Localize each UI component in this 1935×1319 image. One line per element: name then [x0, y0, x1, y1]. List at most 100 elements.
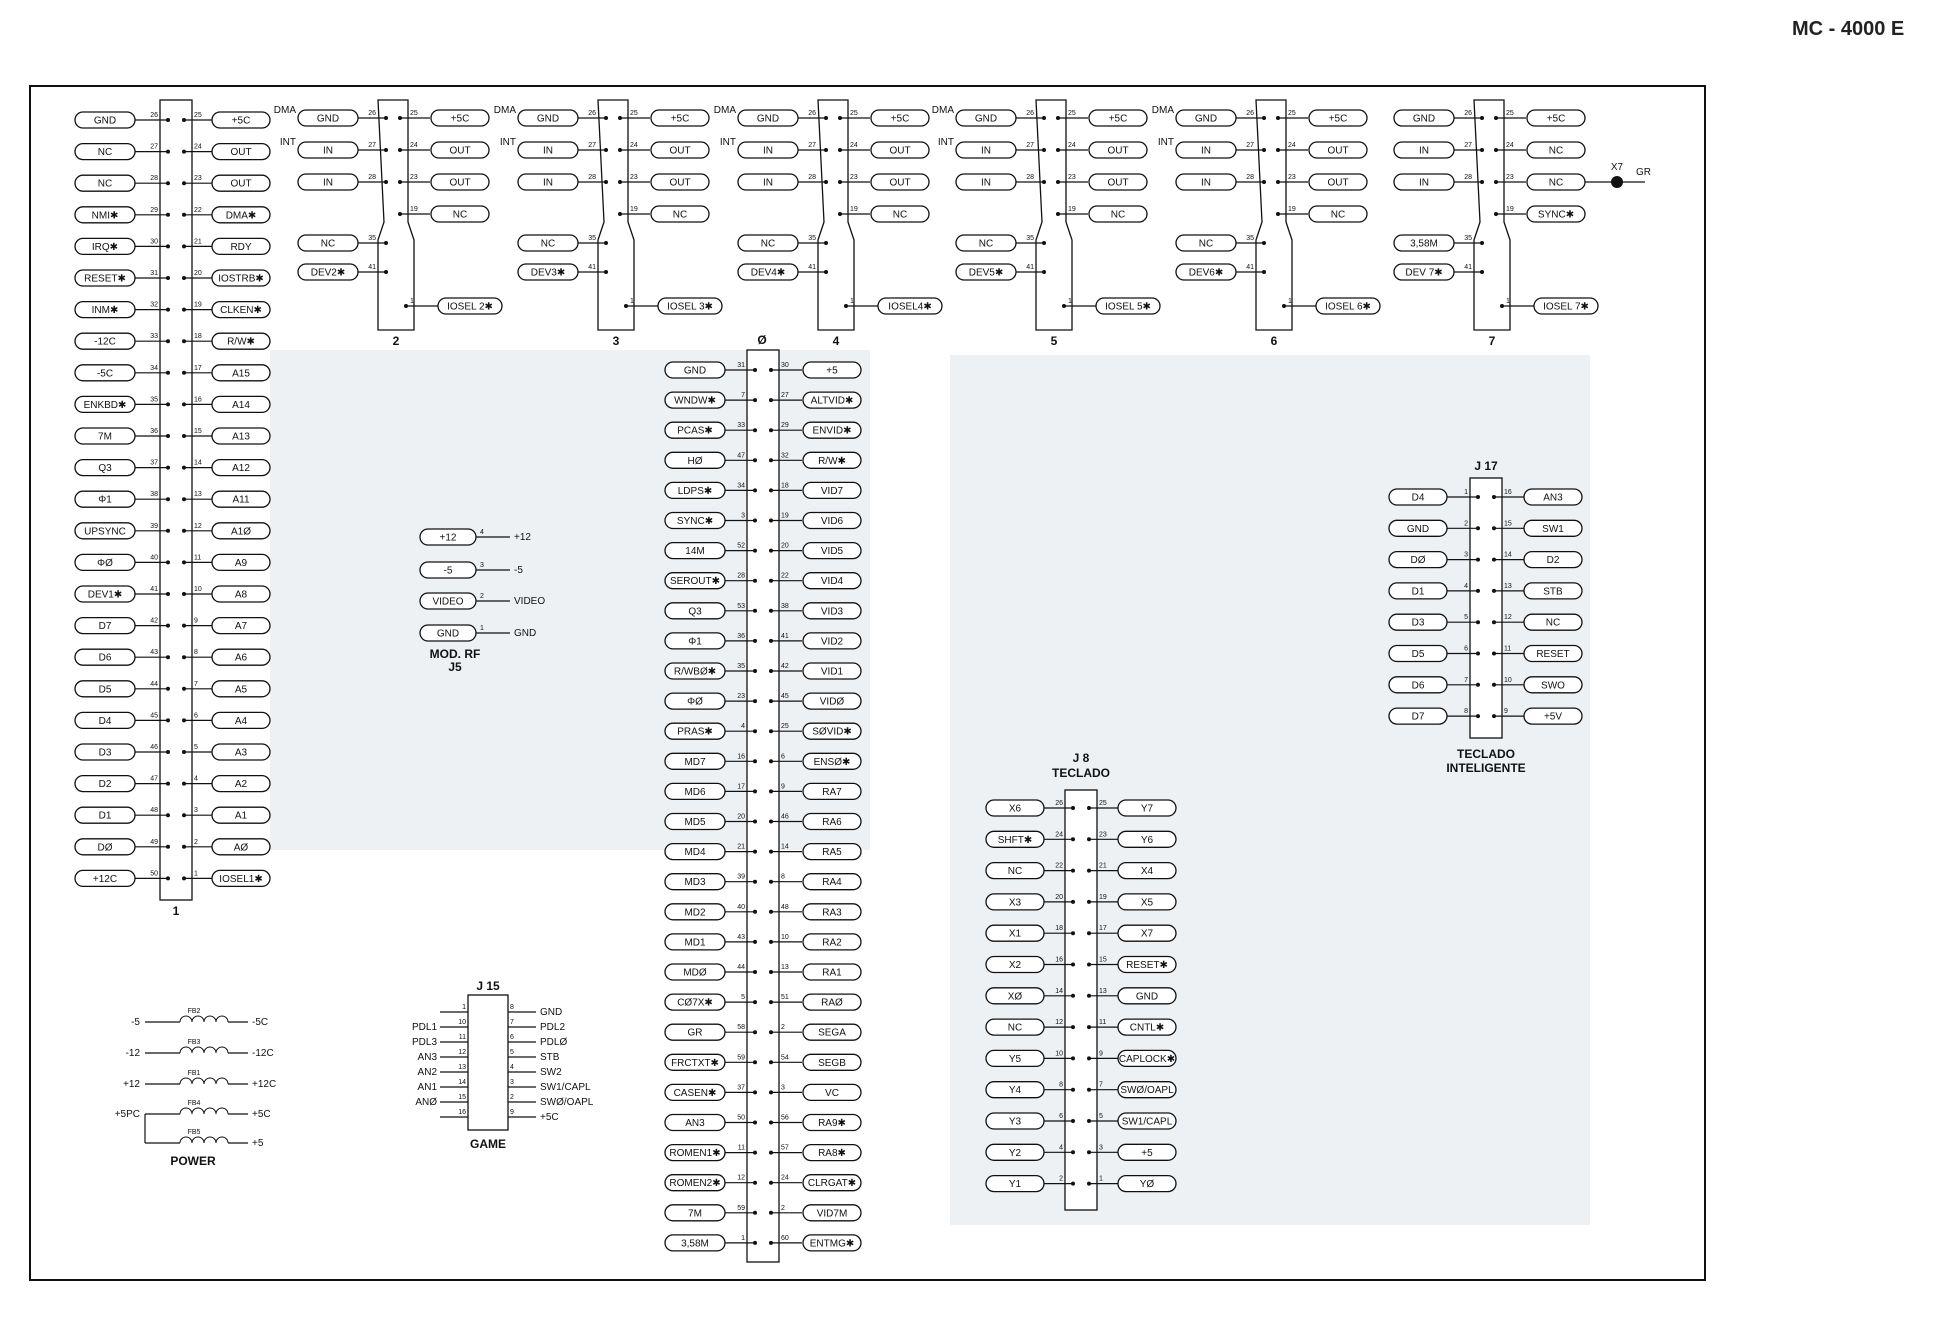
pin-label-right: A12 — [211, 458, 271, 477]
pin-number: 26 — [1026, 110, 1034, 117]
pill-text: VIDEO — [432, 597, 463, 608]
pin-label-left: 3,58M — [1393, 234, 1455, 252]
pin-label-left: D3 — [74, 743, 136, 761]
pill-text: Φ1 — [688, 636, 702, 647]
connector-body — [1473, 99, 1511, 331]
pin-number: 12 — [1055, 1019, 1063, 1026]
pin-dot — [166, 465, 170, 470]
pin-dot — [166, 118, 170, 122]
connector-caption: J 15 — [476, 979, 500, 993]
connector-caption: MOD. RF — [430, 647, 481, 661]
pill-outline — [1117, 1174, 1177, 1193]
pill-text: DEV5✱ — [969, 268, 1004, 279]
pin-label-right: X5 — [1117, 893, 1177, 911]
connector-caption: 3 — [613, 334, 620, 348]
pin-number: 48 — [150, 807, 158, 814]
pin-label-right: VID1 — [802, 662, 862, 680]
pin-number: 1 — [194, 870, 198, 877]
pin-label-left: NC — [955, 234, 1017, 252]
pill-text: OUT — [669, 178, 690, 189]
pill-text: VID1 — [821, 667, 844, 678]
pin-label-left: Q3 — [664, 602, 726, 620]
pin-label-left: GND — [737, 109, 799, 127]
pill-text: A4 — [235, 716, 248, 727]
pill-outline — [650, 173, 710, 191]
pin-label-right: +5C — [430, 109, 490, 127]
pill-text: +5C — [671, 114, 690, 125]
pin-number: 6 — [1464, 646, 1468, 653]
pin-label-iosel: IOSEL 3✱ — [657, 297, 723, 315]
pin-number: 28 — [1246, 174, 1254, 181]
pin-dot — [166, 813, 170, 818]
pin-number: 35 — [150, 396, 158, 403]
pin-label-right: A5 — [211, 680, 271, 698]
pin-label-right: SWØ/OAPL — [1117, 1081, 1177, 1099]
pin-number: 12 — [458, 1049, 466, 1056]
pin-label-left: GND — [1393, 109, 1455, 127]
pin-number: 4 — [480, 529, 484, 536]
pin-label-right: SW1/CAPL — [1117, 1112, 1177, 1130]
pill-outline — [870, 173, 930, 191]
pin-dot — [166, 623, 170, 628]
pin-label-left: MD5 — [664, 812, 726, 831]
pill-text: Y2 — [1009, 1148, 1022, 1159]
pill-text: DEV6✱ — [1189, 268, 1224, 279]
connector-body — [377, 99, 415, 331]
pin-label-right: RA7 — [802, 782, 862, 801]
pill-text: A1Ø — [231, 526, 251, 537]
pill-text: WNDW✱ — [674, 396, 716, 407]
pill-text: GND — [1413, 114, 1435, 125]
pill-text: DØ — [1411, 555, 1426, 566]
pin-number: 23 — [410, 174, 418, 181]
pill-text: MD4 — [684, 847, 706, 858]
pin-label-right: NC — [430, 205, 490, 223]
pill-text: GND — [757, 114, 779, 125]
pill-text: OUT — [889, 178, 910, 189]
pin-number: 46 — [150, 744, 158, 751]
pill-text: NC — [1008, 1023, 1022, 1034]
pin-number: 19 — [781, 513, 789, 520]
pin-number: 24 — [781, 1175, 789, 1182]
coil — [179, 1136, 229, 1144]
pill-outline — [211, 616, 271, 635]
pin-label-left: DEV3✱ — [517, 263, 579, 281]
gr-label: GR — [1636, 167, 1651, 178]
pill-text: GR — [688, 1028, 703, 1039]
pin-number: 27 — [808, 142, 816, 149]
pill-text: SYNC✱ — [677, 516, 713, 527]
pill-text: GND — [537, 114, 559, 125]
pin-number: 15 — [194, 428, 202, 435]
pin-label-left: IN — [1393, 141, 1455, 159]
pin-dot — [1480, 148, 1484, 152]
pin-dot — [166, 686, 170, 691]
pin-label-right: STB — [1523, 582, 1583, 600]
pin-number: 35 — [737, 663, 745, 670]
pill-text: +5C — [232, 116, 251, 127]
pin-number: 41 — [150, 586, 158, 593]
pin-label-left: IRQ✱ — [74, 237, 136, 256]
pin-number: 6 — [510, 1034, 514, 1041]
pill-outline — [1117, 924, 1177, 942]
pill-outline — [211, 395, 271, 414]
pin-number: 25 — [410, 110, 418, 117]
pin-label-left: DEV1✱ — [74, 585, 136, 603]
pill-outline — [1117, 1143, 1177, 1161]
pin-label-left: DEV2✱ — [297, 263, 359, 281]
pill-text: D7 — [1412, 712, 1425, 723]
connector-caption: TECLADO — [1052, 766, 1110, 780]
pin-label-left: -5 — [419, 561, 477, 579]
pill-outline — [1117, 987, 1177, 1005]
pill-text: +12 — [440, 533, 457, 544]
pin-label-right: A13 — [211, 427, 271, 445]
pill-outline — [211, 838, 271, 856]
pill-outline — [1526, 205, 1586, 223]
pin-label-iosel: IOSEL 2✱ — [437, 297, 503, 315]
pin-number: 52 — [737, 543, 745, 550]
pill-text: D3 — [1412, 618, 1425, 629]
pill-text: NC — [1549, 146, 1563, 157]
pill-text: D5 — [99, 684, 112, 695]
